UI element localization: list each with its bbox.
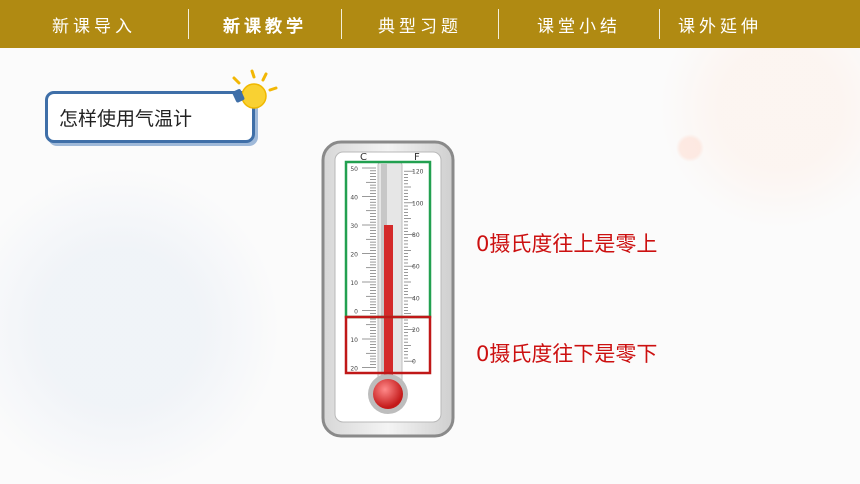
nav-divider [659,9,660,39]
mercury-bulb [373,379,403,409]
lesson-title-box: 怎样使用气温计 [45,91,255,143]
lesson-title: 怎样使用气温计 [59,107,193,130]
fahrenheit-scale: 120 100 80 60 40 20 0 [404,169,424,366]
fahrenheit-tick-label: 60 [412,264,420,271]
celsius-tick-label: 0 [354,309,358,316]
above-zero-note: 0摄氏度往上是零上 [476,232,658,256]
celsius-tick-label: 50 [350,166,358,173]
nav-divider [188,9,189,39]
celsius-label: C [360,152,367,163]
below-zero-highlight-box [344,315,432,375]
nav-tab-teaching[interactable]: 新课教学 [223,16,307,37]
below-zero-note: 0摄氏度往下是零下 [476,342,658,366]
nav-tab-summary[interactable]: 课堂小结 [537,16,621,37]
fahrenheit-label: F [414,152,420,163]
top-navigation-bar: 新课导入 新课教学 典型习题 课堂小结 课外延伸 [0,0,860,48]
lightbulb-icon [232,69,278,109]
fahrenheit-tick-label: 80 [412,232,420,239]
celsius-tick-label: 10 [350,280,358,287]
nav-tab-exercises[interactable]: 典型习题 [378,16,462,37]
fahrenheit-tick-label: 20 [412,327,420,334]
celsius-tick-label: 20 [350,252,358,259]
celsius-tick-label: 40 [350,195,358,202]
celsius-tick-label: 10 [350,337,358,344]
nav-divider [498,9,499,39]
fahrenheit-tick-label: 100 [412,200,424,207]
nav-tab-extension[interactable]: 课外延伸 [678,16,762,37]
fahrenheit-tick-label: 0 [412,359,416,366]
celsius-scale: 50 40 30 20 10 0 10 20 [350,166,376,373]
fahrenheit-tick-label: 120 [412,169,424,176]
nav-divider [341,9,342,39]
fahrenheit-tick-label: 40 [412,295,420,302]
celsius-tick-label: 30 [350,223,358,230]
nav-tab-intro[interactable]: 新课导入 [52,16,136,37]
mercury-column [384,225,393,388]
celsius-tick-label: 20 [350,366,358,373]
